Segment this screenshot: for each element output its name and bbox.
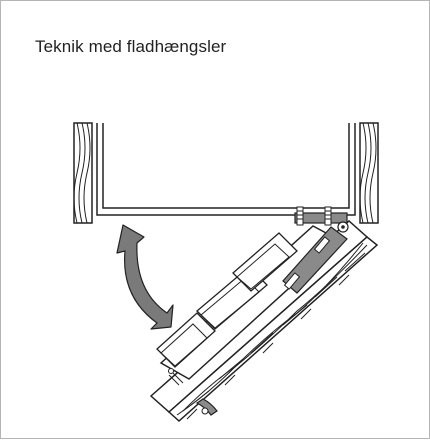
open-door bbox=[149, 219, 379, 423]
cabinet-body bbox=[96, 123, 356, 216]
flat-hinge bbox=[282, 206, 349, 294]
curved-double-arrow-icon bbox=[116, 224, 174, 330]
figure-caption: Teknik med fladhængsler bbox=[35, 37, 227, 56]
right-side-panel bbox=[359, 122, 379, 224]
left-side-panel bbox=[73, 122, 93, 224]
